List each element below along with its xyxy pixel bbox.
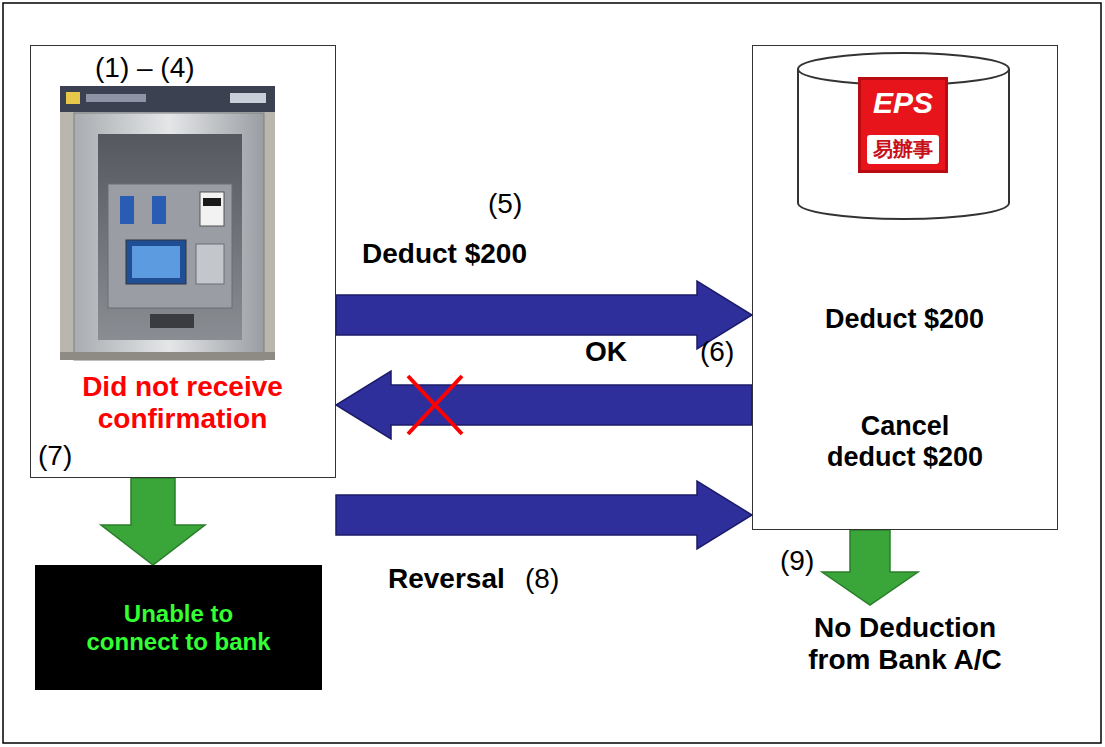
card-slot	[120, 196, 134, 224]
callout-number: (8)	[525, 563, 559, 595]
note-slot	[200, 192, 224, 226]
result-arrow	[822, 530, 918, 605]
logo-text: EPS	[861, 80, 945, 125]
screen-glass	[132, 246, 180, 278]
failed-cross	[408, 376, 462, 434]
cross-stroke	[408, 376, 462, 434]
eps-database: EPS 易辦事	[796, 51, 1011, 221]
callout-number: (9)	[780, 545, 814, 577]
machine-screen	[126, 240, 186, 284]
machine-box: Did not receive confirmation	[30, 45, 336, 478]
sign-band	[86, 94, 146, 102]
floor-shadow	[60, 352, 275, 360]
cylinder-body	[798, 69, 1009, 219]
outcome-text: No Deduction from Bank A/C	[790, 612, 1020, 676]
callout-number: (1) – (4)	[95, 52, 195, 84]
machine-recess	[98, 134, 242, 340]
callout-number: (7)	[38, 440, 72, 472]
machine-sign	[60, 86, 275, 112]
screen-message-box: Unable to connect to bank	[35, 565, 322, 690]
result-arrow	[101, 478, 205, 565]
reversal-arrow	[336, 481, 752, 549]
logo-chinese: 易辦事	[867, 135, 939, 164]
edge-label: Reversal	[388, 563, 505, 595]
request-arrow	[336, 281, 752, 349]
edge-label: OK	[585, 336, 627, 368]
host-action: Deduct $200	[753, 304, 1056, 335]
reply-arrow	[336, 371, 752, 439]
note-slot-mouth	[203, 198, 221, 206]
host-action: Cancel deduct $200	[815, 411, 995, 473]
callout-number: (6)	[700, 336, 734, 368]
eps-host-box: EPS 易辦事 Deduct $200Cancel deduct $200	[752, 45, 1058, 530]
sign-marker	[230, 93, 266, 103]
edge-label: Deduct $200	[362, 238, 527, 270]
machine-panel	[108, 184, 232, 308]
keypad	[196, 244, 224, 284]
add-value-machine-photo	[60, 86, 275, 360]
machine-frame	[74, 113, 264, 360]
coin-tray	[150, 314, 194, 328]
callout-number: (5)	[488, 188, 522, 220]
screen-message: Unable to connect to bank	[81, 600, 277, 655]
card-slot	[152, 196, 166, 224]
status-text: Did not receive confirmation	[31, 371, 334, 435]
sign-icon	[66, 92, 80, 104]
cross-stroke	[408, 376, 462, 434]
outer-frame	[3, 3, 1101, 743]
eps-logo: EPS 易辦事	[858, 77, 948, 173]
photo-background	[60, 86, 275, 360]
